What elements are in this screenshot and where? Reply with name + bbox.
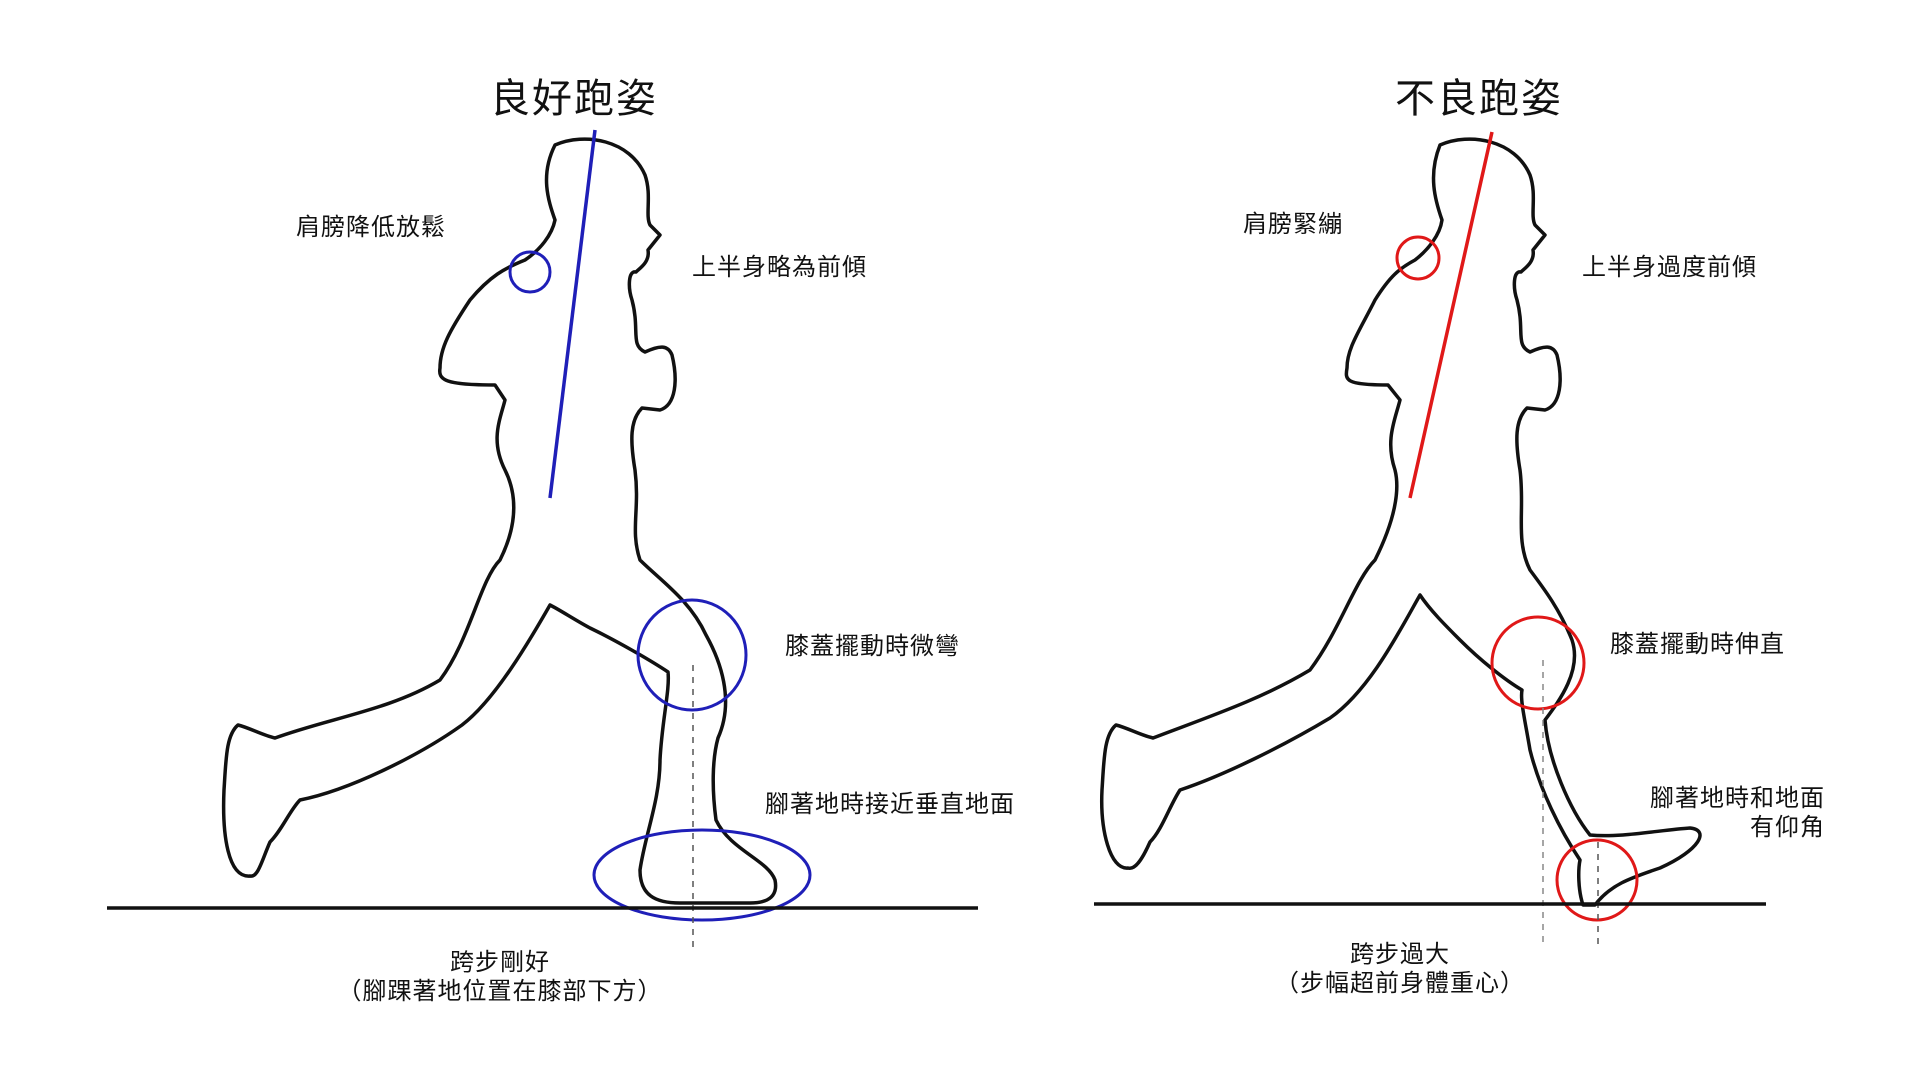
good-stride-note: （腳踝著地位置在膝部下方） <box>337 976 663 1005</box>
bad-foot-label-line1: 腳著地時和地面 <box>1650 784 1825 812</box>
good-posture-runner-figure <box>221 137 778 905</box>
bad-stride-title: 跨步過大 <box>1350 940 1450 968</box>
good-stride-label: 跨步剛好 （腳踝著地位置在膝部下方） <box>300 948 700 1006</box>
good-knee-circle <box>636 598 748 712</box>
good-shoulder-label: 肩膀降低放鬆 <box>296 213 446 241</box>
bad-knee-circle <box>1490 615 1586 711</box>
bad-stride-note: （步幅超前身體重心） <box>1275 968 1525 997</box>
good-knee-label: 膝蓋擺動時微彎 <box>785 632 960 660</box>
bad-shoulder-label: 肩膀緊繃 <box>1243 210 1343 238</box>
good-posture-body-axis-line <box>548 129 597 499</box>
bad-shoulder-circle <box>1395 235 1441 281</box>
bad-upper-body-label: 上半身過度前傾 <box>1582 253 1757 281</box>
good-foot-label: 腳著地時接近垂直地面 <box>765 790 1015 818</box>
bad-posture-runner-figure <box>1100 137 1702 907</box>
bad-foot-label: 腳著地時和地面 有仰角 <box>1600 784 1825 842</box>
good-upper-body-label: 上半身略為前傾 <box>692 253 867 281</box>
bad-stride-label: 跨步過大 （步幅超前身體重心） <box>1250 940 1550 998</box>
bad-foot-label-line2: 有仰角 <box>1750 812 1825 841</box>
bad-posture-title: 不良跑姿 <box>1395 76 1563 122</box>
bad-posture-body-axis-line <box>1408 131 1494 499</box>
good-posture-title: 良好跑姿 <box>490 76 658 122</box>
good-stride-title: 跨步剛好 <box>450 948 550 976</box>
bad-foot-circle <box>1555 838 1639 922</box>
bad-knee-label: 膝蓋擺動時伸直 <box>1610 630 1785 658</box>
good-shoulder-circle <box>508 250 552 294</box>
good-foot-circle <box>592 828 812 922</box>
